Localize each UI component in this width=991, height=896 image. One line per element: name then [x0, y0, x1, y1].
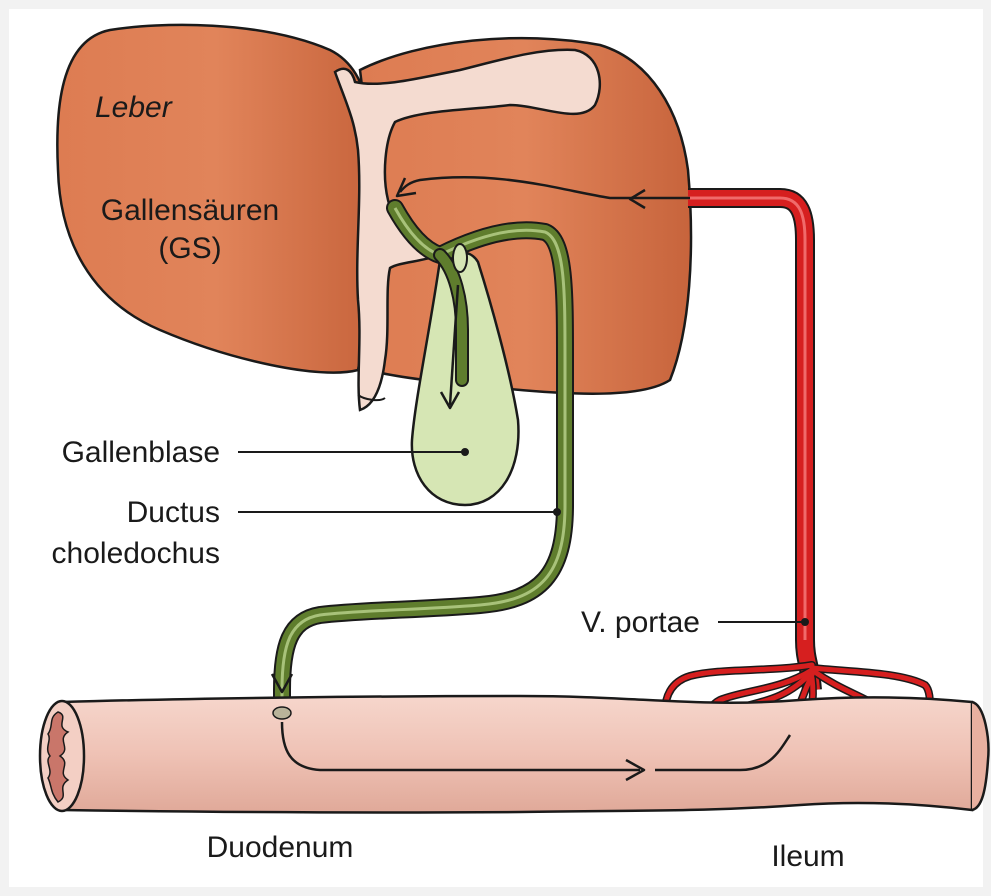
liver-label: Leber [95, 91, 173, 124]
bile-acids-label-line2: (GS) [158, 232, 221, 265]
portal-vein [659, 198, 936, 740]
duodenum-label: Duodenum [207, 831, 354, 864]
common-bile-duct-label-line1: Ductus [127, 496, 220, 529]
intestine [40, 696, 988, 812]
portal-vein-label: V. portae [581, 606, 700, 639]
common-bile-duct-label-line2: choledochus [52, 537, 220, 570]
bile-acids-label-line1: Gallensäuren [101, 194, 279, 227]
gallbladder-label: Gallenblase [62, 436, 220, 469]
ileum-label: Ileum [771, 840, 844, 873]
